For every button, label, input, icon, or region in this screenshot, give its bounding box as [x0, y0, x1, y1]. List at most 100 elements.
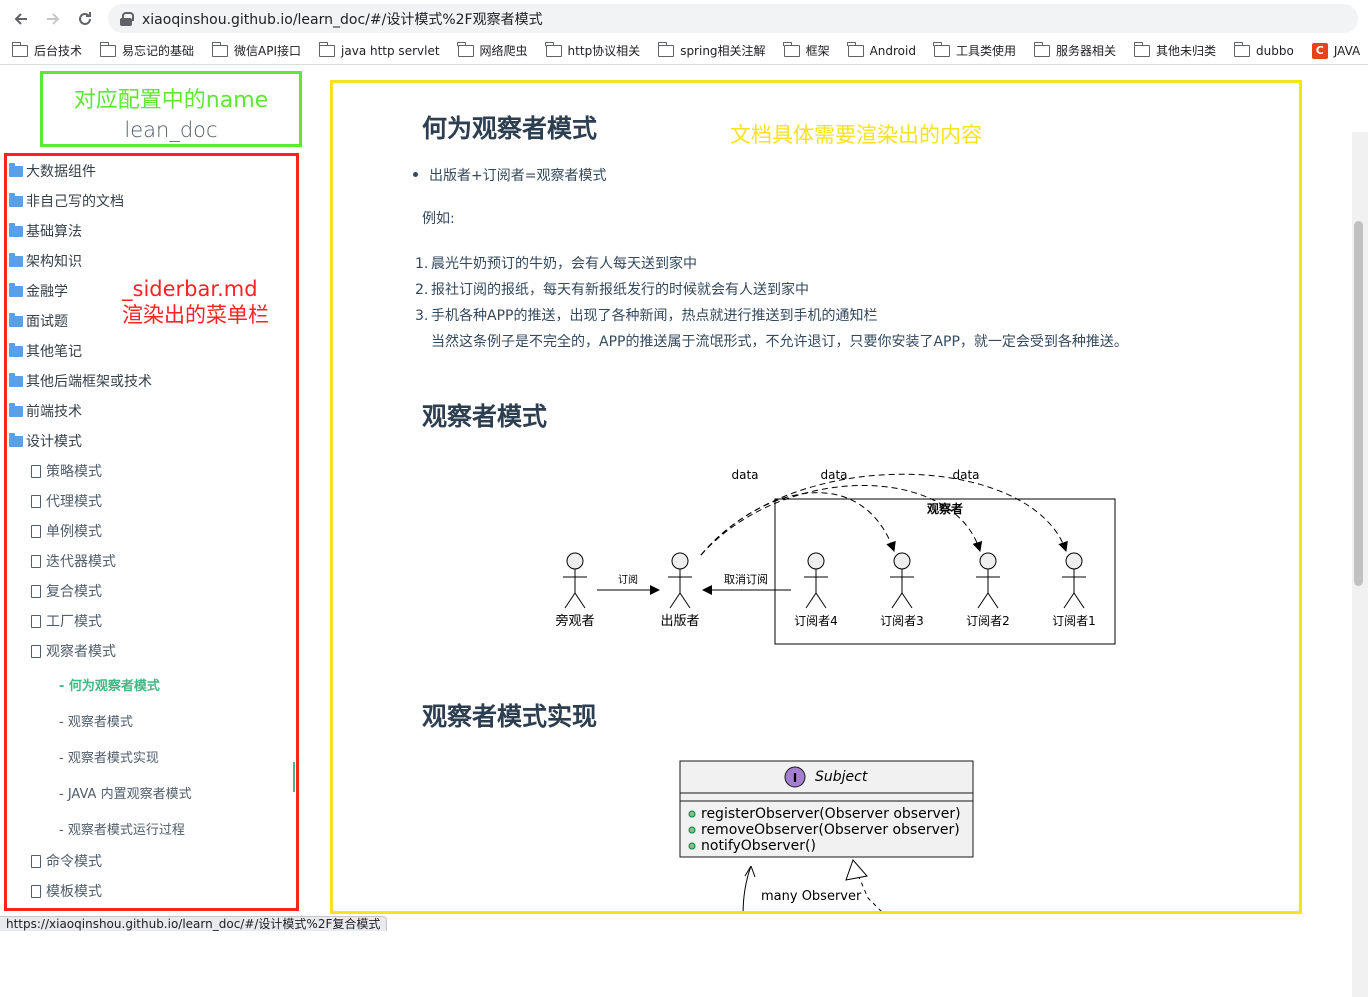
bookmark-folder[interactable]: spring相关注解	[657, 41, 766, 59]
folder-icon	[9, 222, 23, 237]
document-icon	[31, 524, 41, 538]
sidebar-page[interactable]: 策略模式	[9, 456, 294, 486]
bookmark-folder[interactable]: 工具类使用	[933, 41, 1016, 59]
interface-icon	[784, 766, 806, 788]
bookmark-folder[interactable]: java http servlet	[318, 41, 440, 58]
forward-icon[interactable]	[37, 3, 69, 35]
folder-icon	[457, 41, 474, 57]
bookmark-folder[interactable]: dubbo	[1233, 41, 1294, 58]
edge-data-label: data	[820, 468, 847, 482]
sidebar-page[interactable]: 复合模式	[9, 576, 294, 606]
bookmark-folder[interactable]: 其他未归类	[1133, 41, 1216, 59]
app-name[interactable]: lean_doc	[124, 118, 218, 142]
folder-icon	[1033, 41, 1050, 57]
folder-icon	[9, 192, 23, 207]
example-label: 例如:	[422, 211, 455, 227]
back-icon[interactable]	[5, 3, 37, 35]
heading-observer-impl: 观察者模式实现	[422, 702, 598, 731]
name-annotation-box: 对应配置中的name lean_doc	[40, 71, 302, 147]
sidebar-folder[interactable]: 架构知识	[9, 246, 294, 276]
folder-icon	[318, 41, 336, 57]
folder-icon	[9, 162, 23, 177]
document-icon	[31, 614, 41, 628]
folder-icon	[657, 41, 675, 57]
svg-text:旁观者: 旁观者	[555, 613, 594, 629]
folder-icon	[11, 41, 28, 57]
status-url-tooltip: https://xiaoqinshou.github.io/learn_doc/…	[0, 916, 388, 931]
folder-icon	[933, 41, 950, 57]
active-indicator	[293, 762, 295, 792]
folder-icon	[783, 41, 800, 57]
document-icon	[31, 644, 41, 658]
sidebar-folder[interactable]: 金融学	[9, 276, 294, 306]
bookmark-folder[interactable]: 服务器相关	[1033, 41, 1116, 59]
folder-icon	[211, 41, 229, 57]
uml-edge-implements	[854, 867, 882, 911]
document-icon	[31, 884, 41, 898]
sidebar-annotation: _siderbar.md 渲染出的菜单栏	[122, 276, 269, 328]
observer-group-box	[774, 498, 1116, 645]
bookmark-folder[interactable]: 微信API接口	[211, 41, 301, 59]
sidebar-section-active[interactable]: - 何为观察者模式	[59, 678, 160, 694]
list-note: 当然这条例子是不完全的，APP的推送属于流氓形式，不允许退订，只要你安装了APP…	[431, 334, 1128, 350]
sidebar-section[interactable]: - 观察者模式实现	[59, 750, 159, 766]
sidebar-annotation-line2: 渲染出的菜单栏	[122, 303, 269, 327]
content-annotation: 文档具体需要渲染出的内容	[730, 123, 982, 147]
bookmark-folder[interactable]: 框架	[783, 41, 830, 59]
markdown-content: 何为观察者模式 文档具体需要渲染出的内容 出版者+订阅者=观察者模式 例如: 1…	[330, 80, 1302, 914]
sidebar-folder[interactable]: 其他笔记	[9, 336, 294, 366]
sidebar-page-current[interactable]: 观察者模式	[9, 636, 294, 666]
class-name: Subject	[815, 769, 868, 785]
csdn-icon: C	[1311, 42, 1328, 59]
sidebar-section[interactable]: - JAVA 内置观察者模式	[59, 786, 192, 802]
sidebar-page[interactable]: 代理模式	[9, 486, 294, 516]
folder-icon	[9, 312, 23, 327]
sidebar-annotation-line1: _siderbar.md	[122, 277, 258, 301]
sidebar-nav: 大数据组件 非自己写的文档 基础算法 架构知识 金融学 面试题 其他笔记 其他后…	[9, 156, 294, 906]
sidebar-page[interactable]: 迭代器模式	[9, 546, 294, 576]
sidebar-section[interactable]: - 观察者模式	[59, 714, 133, 730]
list-item: 3.手机各种APP的推送，出现了各种新闻，热点就进行推送到手机的通知栏	[415, 308, 878, 324]
folder-icon	[9, 252, 23, 267]
sidebar-section[interactable]: - 观察者模式运行过程	[59, 822, 185, 838]
sidebar-folder[interactable]: 前端技术	[9, 396, 294, 426]
method: removeObserver(Observer observer)	[701, 822, 960, 838]
sidebar-page[interactable]: 命令模式	[9, 846, 294, 876]
uml-edge-label: many Observer	[761, 889, 862, 904]
sidebar: 大数据组件 非自己写的文档 基础算法 架构知识 金融学 面试题 其他笔记 其他后…	[4, 153, 299, 911]
bookmark-folder[interactable]: Android	[847, 41, 916, 58]
method: registerObserver(Observer observer)	[701, 806, 961, 822]
bookmark-folder[interactable]: 网络爬虫	[457, 41, 528, 59]
sidebar-page[interactable]: 模板模式	[9, 876, 294, 906]
actor-subscriber4: 订阅者4	[794, 552, 838, 628]
edge-unsubscribe-label: 取消订阅	[724, 572, 768, 586]
heading-what-is-observer: 何为观察者模式	[422, 114, 598, 143]
bookmark-folder[interactable]: http协议相关	[545, 41, 640, 59]
actor-subscriber1: 订阅者1	[1052, 552, 1096, 628]
lock-icon	[120, 11, 134, 26]
sidebar-folder[interactable]: 设计模式	[9, 426, 294, 456]
sidebar-folder[interactable]: 非自己写的文档	[9, 186, 294, 216]
bookmark-folder[interactable]: 易忘记的基础	[99, 41, 194, 59]
document-icon	[31, 584, 41, 598]
subject-class-box: I Subject registerObserver(Observer obse…	[679, 760, 974, 858]
reload-icon[interactable]	[69, 3, 101, 35]
scrollbar-thumb[interactable]	[1354, 221, 1363, 586]
sidebar-page[interactable]: 工厂模式	[9, 606, 294, 636]
folder-icon	[9, 402, 23, 417]
heading-observer-pattern: 观察者模式	[422, 402, 548, 431]
sidebar-page[interactable]: 单例模式	[9, 516, 294, 546]
folder-icon	[1133, 41, 1151, 57]
actor-onlooker: 旁观者	[555, 552, 595, 629]
ordered-list: 1.晨光牛奶预订的牛奶，会有人每天送到家中 2.报社订阅的报纸，每天有新报纸发行…	[415, 251, 1128, 355]
address-bar[interactable]: xiaoqinshou.github.io/learn_doc/#/设计模式%2…	[108, 4, 1358, 33]
sidebar-folder[interactable]: 大数据组件	[9, 156, 294, 186]
sidebar-folder[interactable]: 基础算法	[9, 216, 294, 246]
sidebar-folder[interactable]: 面试题	[9, 306, 294, 336]
folder-icon	[545, 41, 562, 57]
list-item: 2.报社订阅的报纸，每天有新报纸发行的时候就会有人送到家中	[415, 282, 809, 298]
list-item: 1.晨光牛奶预订的牛奶，会有人每天送到家中	[415, 256, 697, 272]
sidebar-folder[interactable]: 其他后端框架或技术	[9, 366, 294, 396]
bookmark-folder[interactable]: 后台技术	[11, 41, 82, 59]
